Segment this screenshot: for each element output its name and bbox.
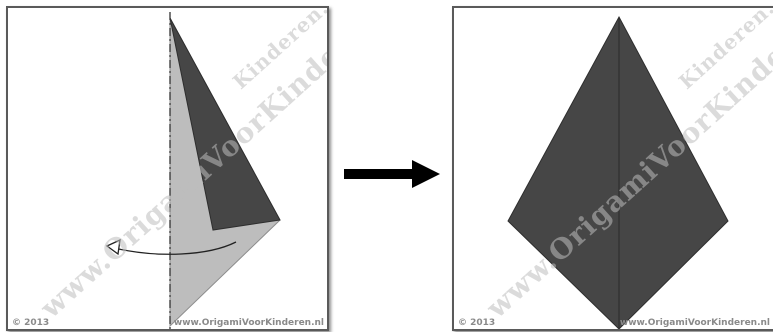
step-diagram-before: www.OrigamiVoorKinderen.nl Kinderen.nl ©…: [6, 6, 329, 331]
curved-arrow-icon: [105, 238, 237, 256]
kite-diagram: [507, 15, 729, 329]
site-url-label: www.OrigamiVoorKinderen.nl: [173, 318, 324, 328]
copyright-label: © 2013: [12, 318, 50, 328]
paper-dark-flap: [169, 17, 281, 231]
site-url-label: www.OrigamiVoorKinderen.nl: [619, 318, 770, 328]
copyright-label: © 2013: [458, 318, 496, 328]
right-arrow-icon: [344, 160, 440, 188]
fold-diagram: [105, 12, 281, 329]
paper-kite: [507, 15, 729, 329]
step-diagram-after: www.OrigamiVoorKinderen.nl Kinderen.nl ©…: [452, 6, 773, 331]
